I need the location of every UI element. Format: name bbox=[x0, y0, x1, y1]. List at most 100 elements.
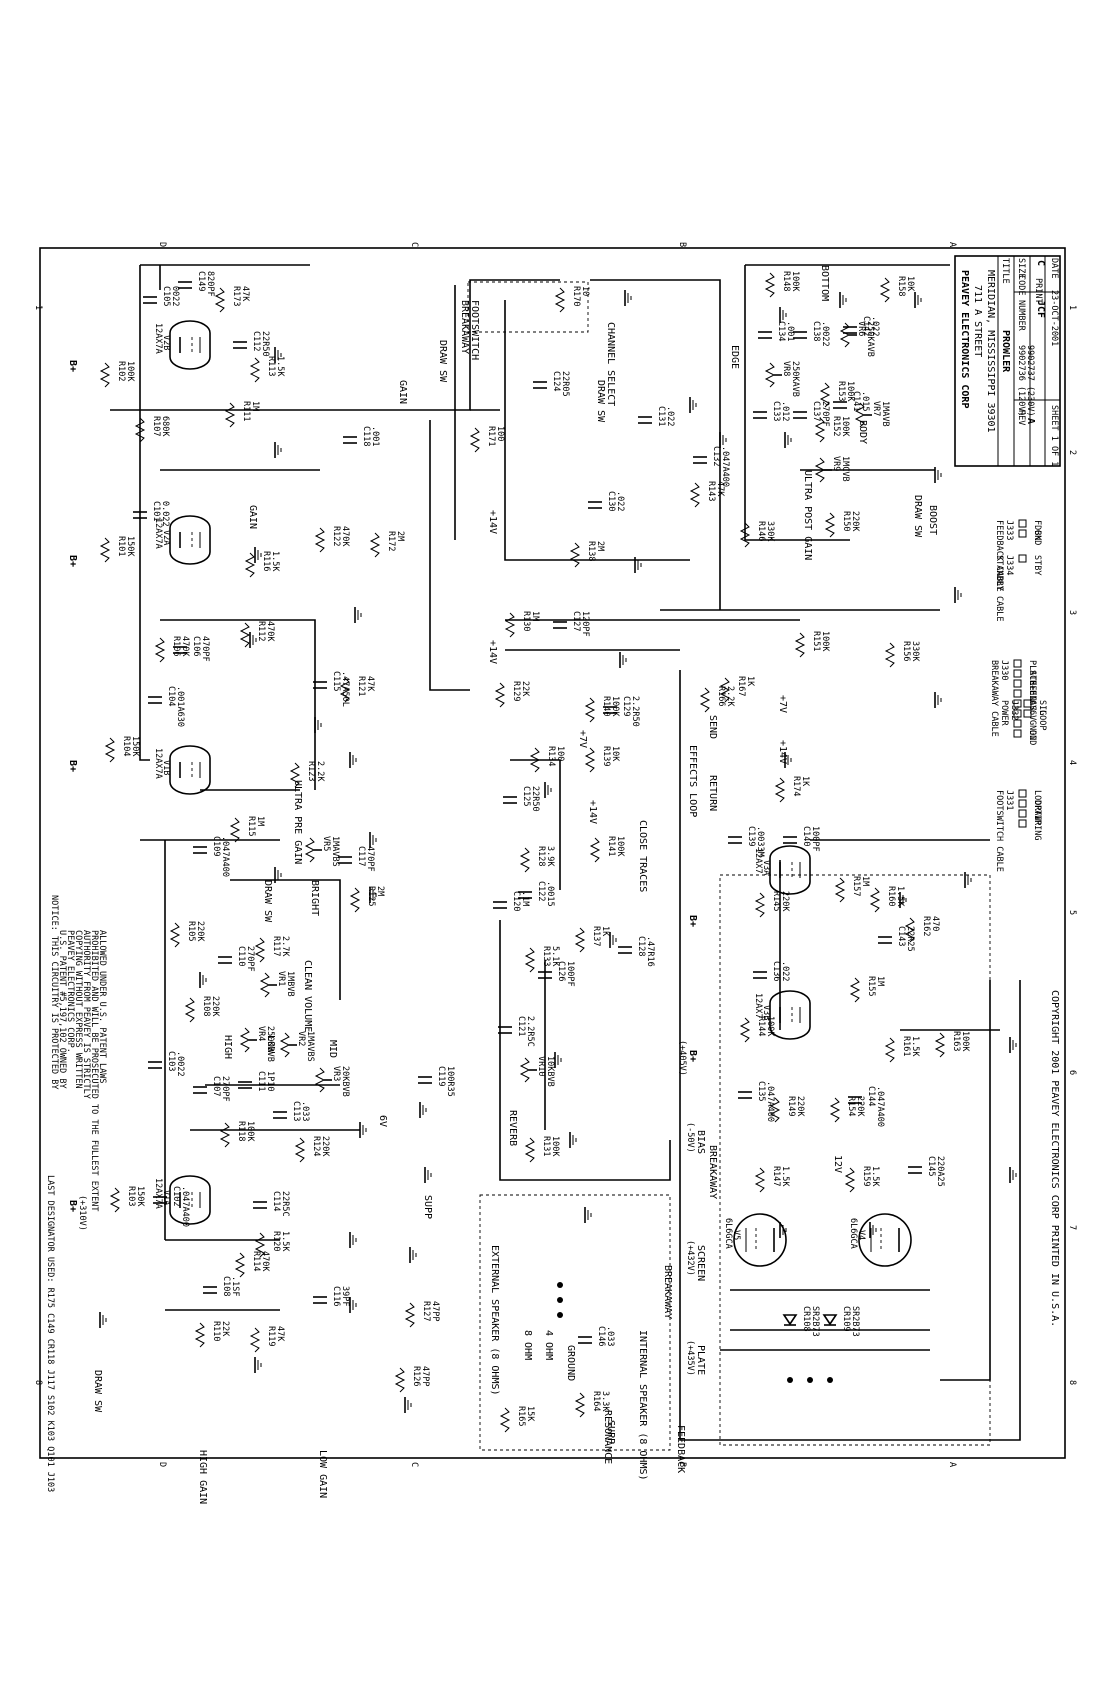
component-ref: R101 bbox=[116, 536, 126, 556]
label-return: RETURN bbox=[707, 775, 718, 811]
wiring bbox=[110, 264, 1021, 1451]
cable-pin-label: LOOP bbox=[1037, 710, 1047, 730]
cable-pin bbox=[1013, 719, 1022, 728]
grid-row-d: D bbox=[157, 242, 167, 247]
component-value: 100K bbox=[550, 1136, 560, 1157]
label-effects-loop: EFFECTS LOOP bbox=[687, 745, 698, 817]
component-value: 5.1K bbox=[550, 946, 560, 967]
plus-14v-3: +14V bbox=[587, 800, 598, 824]
plus-14v-2: +14V bbox=[487, 640, 498, 664]
label-clean-volume: CLEAN VOLUME bbox=[302, 960, 313, 1032]
component-ref: R147 bbox=[771, 1166, 781, 1186]
component-value: 1MBVB bbox=[285, 971, 295, 997]
component-value: 220K bbox=[320, 1136, 330, 1157]
component-value: 1K bbox=[600, 926, 610, 937]
rev-label: REV bbox=[1016, 410, 1026, 425]
tube-ref-label: V4 bbox=[856, 1230, 866, 1240]
component-ref: R161 bbox=[901, 1036, 911, 1056]
notice-line: NOTICE: THIS CIRCUITRY IS PROTECTED BY bbox=[49, 895, 59, 1089]
section-labels: BREAKAWAY FOOTSWITCH CHANNEL SELECT GAIN… bbox=[92, 265, 938, 1504]
component-c103: C103.0022 bbox=[148, 1051, 185, 1077]
component-ref: R167 bbox=[736, 676, 746, 696]
label-body: BODY bbox=[857, 420, 868, 444]
ground-symbol bbox=[784, 752, 792, 768]
component-ref: R116 bbox=[261, 551, 271, 571]
size-value: C bbox=[1035, 260, 1046, 266]
component-ref: R114 bbox=[251, 1251, 261, 1271]
component-ref: C107 bbox=[211, 1076, 221, 1096]
grid-row-b: B bbox=[677, 242, 687, 247]
b-plus-1: B+ bbox=[67, 360, 78, 372]
cable-pin bbox=[1013, 699, 1022, 708]
cable-ref: J330 bbox=[999, 660, 1009, 680]
component-value: 220K bbox=[195, 921, 205, 942]
component-ref: C144 bbox=[866, 1086, 876, 1106]
component-value: 270PF bbox=[220, 1076, 230, 1102]
cable-pin-label: DRAW bbox=[1032, 800, 1042, 821]
rev-value: A bbox=[1025, 418, 1036, 424]
component-value: 250KAVB bbox=[790, 361, 800, 397]
cable-pin-label: PLATE bbox=[1027, 660, 1037, 686]
component-value: 22K bbox=[520, 681, 530, 697]
component-ref: R126 bbox=[411, 1366, 421, 1386]
cable-pin bbox=[1018, 529, 1027, 538]
component-value: 47K bbox=[365, 676, 375, 692]
component-ref: R162 bbox=[921, 916, 931, 936]
ground-symbol bbox=[99, 1312, 107, 1328]
component-value: .001 bbox=[785, 321, 795, 341]
component-value: 250KBVB bbox=[265, 1026, 275, 1062]
cable-pin-label: 6V bbox=[1027, 710, 1037, 720]
component-ref: R163 bbox=[951, 1031, 961, 1051]
ground-symbol bbox=[254, 1357, 262, 1373]
grid-col-3: 3 bbox=[1067, 610, 1077, 615]
label-send: SEND bbox=[707, 715, 718, 739]
part-number-230v: 9902737 (230V) bbox=[1025, 345, 1035, 417]
component-ref: C124 bbox=[551, 371, 561, 391]
grid-col-1-left: 1 bbox=[33, 305, 43, 310]
cable-pin-label: FDBK bbox=[1032, 520, 1042, 541]
screen-rail: SCREEN bbox=[695, 1245, 706, 1281]
cable-ref: J331 bbox=[1004, 790, 1014, 810]
component-value: 220K bbox=[210, 996, 220, 1017]
pin-j116 bbox=[827, 1377, 833, 1383]
component-ref: R127 bbox=[421, 1301, 431, 1321]
label-supp-2: SUPP bbox=[605, 1420, 616, 1444]
patent-notice: NOTICE: THIS CIRCUITRY IS PROTECTED BY U… bbox=[49, 895, 107, 1211]
cable-pin bbox=[1023, 709, 1032, 718]
component-ref: C128 bbox=[636, 936, 646, 956]
component-value: .47R16 bbox=[645, 936, 655, 967]
company-street: 711 A STREET bbox=[972, 285, 983, 357]
ground-symbol bbox=[349, 1232, 357, 1248]
ground-symbol bbox=[274, 442, 282, 458]
label-supp: SUPP bbox=[422, 1195, 433, 1219]
b-plus-310v: (+310V) bbox=[77, 1195, 87, 1231]
label-draw-sw-5: DRAW SW bbox=[912, 495, 923, 538]
cable-name: POWER bbox=[999, 700, 1009, 726]
ground-symbol bbox=[584, 1207, 592, 1223]
component-ref: C130 bbox=[606, 491, 616, 511]
component-ref: C136 bbox=[771, 961, 781, 981]
ground-symbol bbox=[839, 292, 847, 308]
component-value: 1MAVBS bbox=[330, 836, 340, 867]
tube-ref-label: V2B bbox=[161, 335, 171, 350]
ground-symbol bbox=[349, 752, 357, 768]
